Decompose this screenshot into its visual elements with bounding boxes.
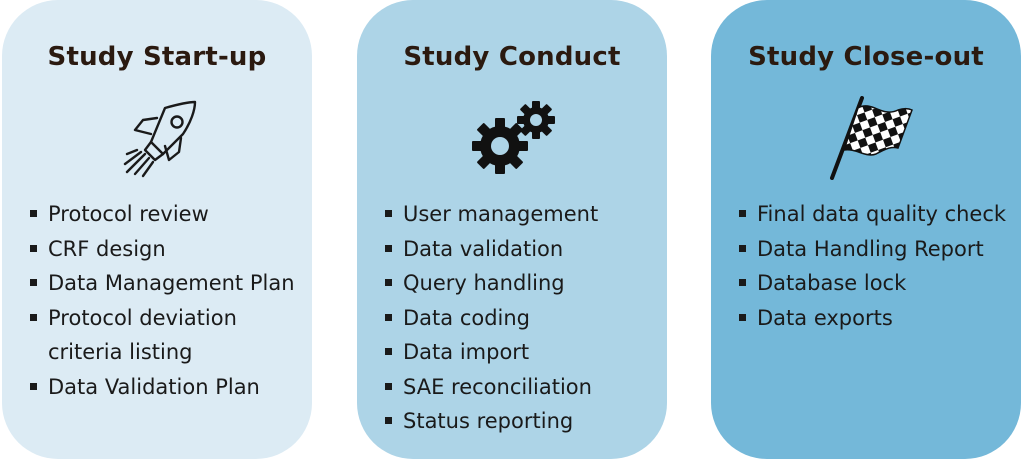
gears-icon bbox=[462, 96, 562, 180]
checkered-flag-icon bbox=[816, 96, 916, 180]
panel-title: Study Conduct bbox=[403, 42, 621, 72]
list-item: User management bbox=[385, 197, 598, 232]
panel-title: Study Start-up bbox=[47, 42, 267, 72]
panel-study-start-up: Study Start-up Prot bbox=[2, 0, 312, 459]
list-item: Data Handling Report bbox=[739, 232, 1006, 267]
rocket-icon bbox=[107, 96, 207, 180]
list-item: Database lock bbox=[739, 266, 1006, 301]
panel-study-close-out: Study Close-out Final data quality check… bbox=[711, 0, 1021, 459]
panel-study-conduct: Study Conduct bbox=[357, 0, 667, 459]
list-item: SAE reconciliation bbox=[385, 370, 598, 405]
list-item: Data Management Plan bbox=[30, 266, 295, 301]
list-item: Data coding bbox=[385, 301, 598, 336]
list-item: Protocol deviation criteria listing bbox=[30, 301, 295, 370]
list-item: Final data quality check bbox=[739, 197, 1006, 232]
list-item: CRF design bbox=[30, 232, 295, 267]
list-item: Data import bbox=[385, 335, 598, 370]
list-item: Data validation bbox=[385, 232, 598, 267]
list-item: Data Validation Plan bbox=[30, 370, 295, 405]
item-list: User management Data validation Query ha… bbox=[385, 197, 598, 439]
list-item: Protocol review bbox=[30, 197, 295, 232]
panel-title: Study Close-out bbox=[748, 42, 984, 72]
list-item: Status reporting bbox=[385, 404, 598, 439]
item-list: Final data quality check Data Handling R… bbox=[739, 197, 1006, 335]
list-item: Data exports bbox=[739, 301, 1006, 336]
list-item: Query handling bbox=[385, 266, 598, 301]
item-list: Protocol review CRF design Data Manageme… bbox=[30, 197, 295, 404]
